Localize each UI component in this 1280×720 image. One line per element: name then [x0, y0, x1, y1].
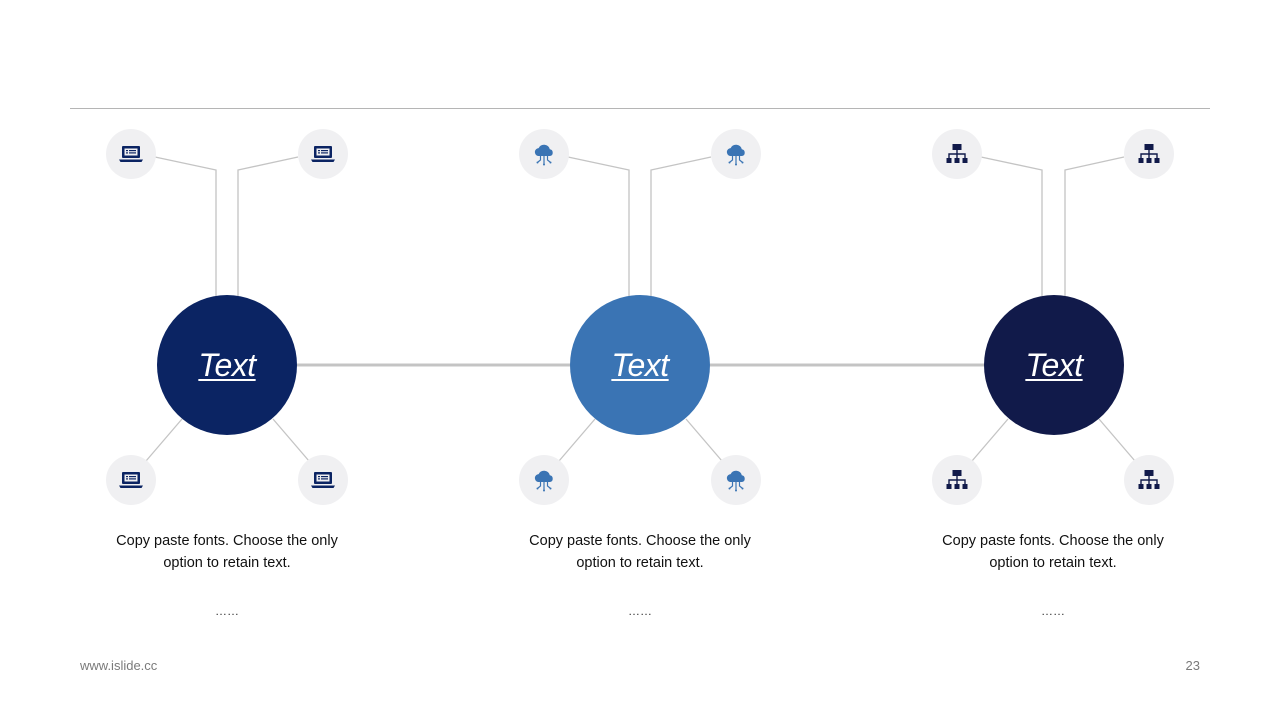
branch-line: [567, 156, 630, 296]
ellipsis-3: ……: [1041, 604, 1065, 618]
icon-badge-bottom-right: [1124, 455, 1174, 505]
description-line: Copy paste fonts. Choose the only: [942, 533, 1164, 549]
node-label: Text: [1025, 346, 1083, 383]
branch-line: [154, 156, 217, 296]
description-3: Copy paste fonts. Choose the only option…: [903, 530, 1203, 574]
node-circle-1: Text: [157, 295, 297, 435]
cloud-network-icon: [726, 144, 745, 166]
laptop-icon: [119, 472, 143, 488]
footer-website: www.islide.cc: [80, 658, 158, 673]
branch-line: [558, 418, 596, 462]
branch-line: [971, 418, 1009, 462]
page-number: 23: [1185, 658, 1200, 673]
description-line: Copy paste fonts. Choose the only: [116, 533, 338, 549]
icon-badge-top-right: [298, 129, 348, 179]
icon-badge-bottom-right: [711, 455, 761, 505]
ellipsis-1: ……: [215, 604, 239, 618]
org-chart-icon: [946, 470, 968, 489]
org-chart-icon: [1138, 144, 1160, 163]
branch-line: [1098, 418, 1136, 462]
branch-line: [1064, 156, 1125, 296]
node-label: Text: [611, 346, 669, 383]
branch-line: [980, 156, 1043, 296]
ellipsis-2: ……: [628, 604, 652, 618]
org-chart-icon: [1138, 470, 1160, 489]
description-line: option to retain text.: [576, 555, 704, 571]
cloud-network-icon: [726, 470, 745, 492]
node-circle-3: Text: [984, 295, 1124, 435]
icon-badge-top-left: [519, 129, 569, 179]
laptop-icon: [119, 146, 143, 162]
branch-line: [650, 156, 712, 296]
icon-badge-top-left: [932, 129, 982, 179]
node-label: Text: [198, 346, 256, 383]
cloud-network-icon: [534, 470, 553, 492]
description-line: option to retain text.: [163, 555, 291, 571]
icon-badge-bottom-right: [298, 455, 348, 505]
cloud-network-icon: [534, 144, 553, 166]
icon-badge-bottom-left: [932, 455, 982, 505]
branch-line: [237, 156, 299, 296]
description-1: Copy paste fonts. Choose the only option…: [77, 530, 377, 574]
icon-badge-bottom-left: [519, 455, 569, 505]
laptop-icon: [311, 472, 335, 488]
description-line: Copy paste fonts. Choose the only: [529, 533, 751, 549]
node-circle-2: Text: [570, 295, 710, 435]
branch-line: [272, 418, 310, 462]
branch-line: [145, 418, 183, 462]
description-2: Copy paste fonts. Choose the only option…: [490, 530, 790, 574]
top-divider: [70, 108, 1210, 109]
org-chart-icon: [946, 144, 968, 163]
icon-badge-top-right: [1124, 129, 1174, 179]
icon-badge-top-left: [106, 129, 156, 179]
branch-line: [685, 418, 723, 462]
icon-badge-top-right: [711, 129, 761, 179]
laptop-icon: [311, 146, 335, 162]
icon-badge-bottom-left: [106, 455, 156, 505]
description-line: option to retain text.: [989, 555, 1117, 571]
